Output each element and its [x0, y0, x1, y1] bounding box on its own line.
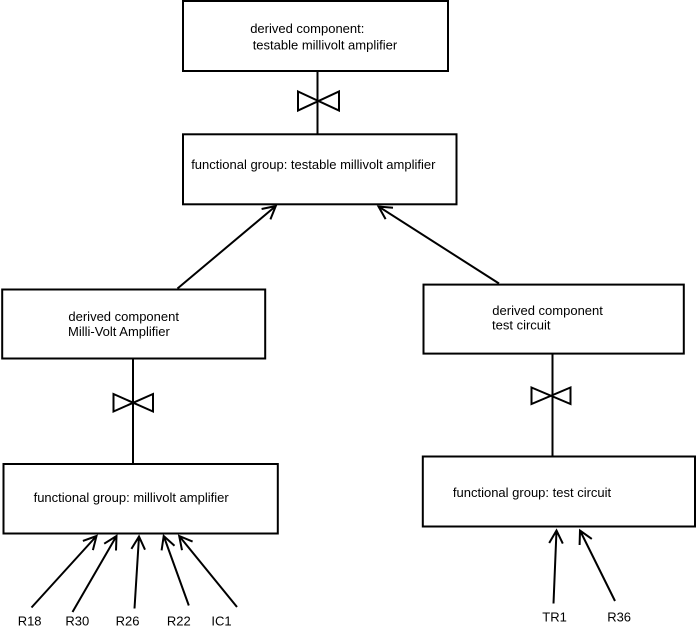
svg-text:derived component: derived component: [492, 303, 603, 318]
svg-text:functional group: test circuit: functional group: test circuit: [453, 485, 612, 500]
svg-text:functional group: millivolt am: functional group: millivolt amplifier: [34, 490, 230, 505]
svg-text:derived component:: derived component:: [250, 21, 364, 36]
svg-text:IC1: IC1: [211, 614, 231, 629]
svg-text:Milli-Volt Amplifier: Milli-Volt Amplifier: [68, 324, 171, 339]
svg-text:derived component: derived component: [68, 309, 179, 324]
svg-text:R26: R26: [116, 614, 140, 629]
svg-text:TR1: TR1: [542, 609, 567, 624]
svg-text:functional group: testable mil: functional group: testable millivolt amp…: [191, 157, 436, 172]
svg-text:testable millivolt amplifier: testable millivolt amplifier: [253, 38, 398, 53]
svg-text:R22: R22: [167, 614, 191, 629]
svg-text:R30: R30: [65, 614, 89, 629]
svg-text:test circuit: test circuit: [492, 318, 551, 333]
svg-text:R18: R18: [18, 614, 42, 629]
svg-text:R36: R36: [607, 609, 631, 624]
